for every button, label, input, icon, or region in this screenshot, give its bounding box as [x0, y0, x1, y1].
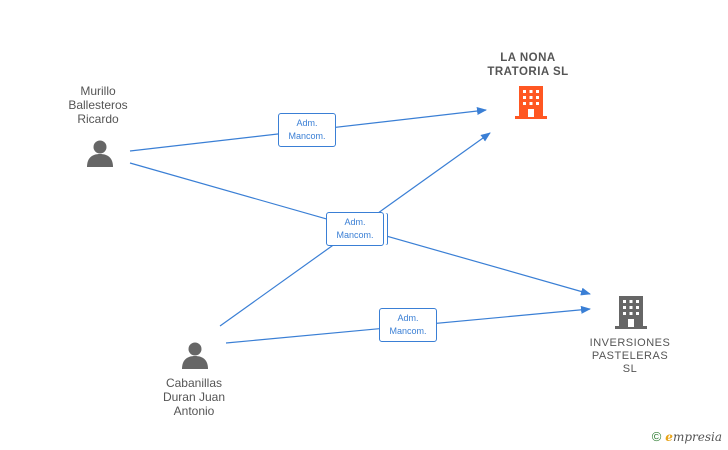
- building-icon: [615, 296, 647, 329]
- brand-logo: empresia: [665, 429, 722, 444]
- edge-label: Adm. Mancom.: [326, 212, 384, 246]
- person-label-murillo[interactable]: Murillo Ballesteros Ricardo: [68, 84, 128, 126]
- edge-label: Adm. Mancom.: [278, 113, 336, 147]
- company-label-inversiones[interactable]: INVERSIONES PASTELERAS SL: [589, 337, 671, 375]
- person-icon: [182, 342, 208, 369]
- building-icon: [515, 86, 547, 119]
- watermark: © empresia: [652, 429, 722, 444]
- copyright-icon: ©: [651, 429, 662, 444]
- edge-label: Adm. Mancom.: [379, 308, 437, 342]
- person-label-cabanillas[interactable]: Cabanillas Duran Juan Antonio: [162, 376, 226, 418]
- company-label-la-nona[interactable]: LA NONA TRATORIA SL: [487, 52, 569, 78]
- person-icon: [87, 140, 113, 167]
